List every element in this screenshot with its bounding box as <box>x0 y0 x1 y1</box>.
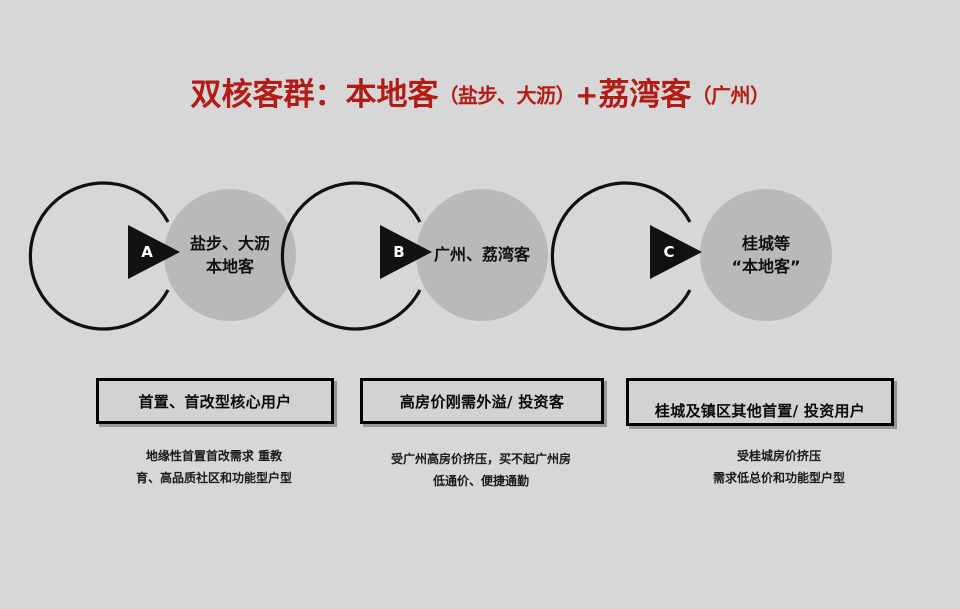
title-segment-paren-1: （盐步、大沥） <box>438 83 576 108</box>
marker-triangle-b: B <box>378 223 434 281</box>
description-a-line-1: 地缘性首置首改需求 重教 <box>145 449 283 463</box>
circle-a-line-2: 本地客 <box>205 257 254 276</box>
circle-group-a: 盐步、大沥 本地客 A <box>28 176 320 336</box>
description-a-line-2: 育、高品质社区和功能型户型 <box>135 471 292 486</box>
circle-b-line-1: 广州、荔湾客 <box>433 245 530 265</box>
circle-label-a: 盐步、大沥 本地客 <box>164 189 296 321</box>
page-title: 双核客群：本地客（盐步、大沥）+荔湾客（广州） <box>0 80 960 111</box>
label-box-c[interactable]: 桂城及镇区其他首置/ 投资用户 <box>626 378 894 426</box>
triangle-icon-b <box>380 225 432 279</box>
ring-arc-a-icon <box>28 181 170 331</box>
circle-fill-c <box>700 189 832 321</box>
description-c-line-1: 受桂城房价挤压 <box>736 449 821 463</box>
description-b: 受广州高房价挤压，买不起广州房 低通价、便捷通勤 <box>356 448 606 492</box>
circle-a-line-1: 盐步、大沥 <box>189 233 270 253</box>
ring-arc-c-icon <box>550 181 692 331</box>
ring-arc-b-icon <box>280 181 422 331</box>
title-segment-second: 荔湾客 <box>598 77 692 113</box>
circle-fill-a <box>164 189 296 321</box>
marker-letter-c: C <box>663 243 675 261</box>
description-c: 受桂城房价挤压 需求低总价和功能型户型 <box>668 445 890 489</box>
circle-group-b: 广州、荔湾客 B <box>280 176 572 336</box>
description-c-line-2: 需求低总价和功能型户型 <box>712 471 845 486</box>
label-box-b[interactable]: 高房价刚需外溢/ 投资客 <box>360 378 604 424</box>
circle-fill-b <box>416 189 548 321</box>
description-b-line-2: 低通价、便捷通勤 <box>432 474 529 489</box>
triangle-icon-a <box>128 225 180 279</box>
title-segment-paren-2: （广州） <box>691 83 770 108</box>
circle-c-line-1: 桂城等 <box>741 233 790 253</box>
circle-label-b: 广州、荔湾客 <box>416 189 548 321</box>
marker-triangle-c: C <box>648 223 704 281</box>
marker-triangle-a: A <box>126 223 182 281</box>
circle-group-c: 桂城等 “本地客” C <box>550 176 842 336</box>
marker-letter-b: B <box>393 243 405 261</box>
title-segment-main: 双核客群：本地客 <box>190 77 439 113</box>
triangle-icon-c <box>650 225 702 279</box>
circle-label-c: 桂城等 “本地客” <box>700 189 832 321</box>
description-b-line-1: 受广州高房价挤压，买不起广州房 <box>390 452 571 466</box>
description-a: 地缘性首置首改需求 重教 育、高品质社区和功能型户型 <box>104 445 324 489</box>
title-segment-plus: + <box>575 78 599 112</box>
circle-c-line-2: “本地客” <box>731 257 801 276</box>
label-box-a[interactable]: 首置、首改型核心用户 <box>96 378 334 424</box>
marker-letter-a: A <box>141 243 153 261</box>
